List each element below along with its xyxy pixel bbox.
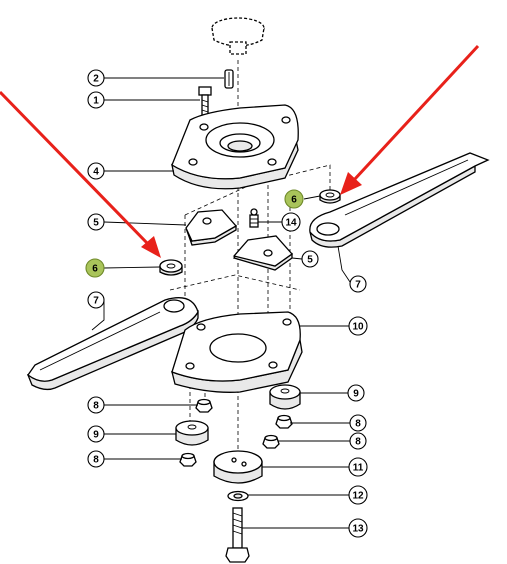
callout-6-left-highlighted: 6 [85,258,105,278]
callout-12: 12 [348,485,368,505]
svg-text:7: 7 [93,296,99,307]
key-part [224,69,234,89]
callout-8-a: 8 [87,396,105,414]
washer-small [227,490,249,502]
large-bolt [225,507,250,563]
hub [213,450,263,484]
svg-text:9: 9 [353,389,359,400]
svg-text:6: 6 [92,264,98,275]
svg-text:12: 12 [352,491,364,502]
highlight-arrows [0,44,480,258]
washer-left [159,259,183,276]
svg-text:2: 2 [93,74,99,85]
arrow-right [352,44,480,182]
bushing-right [269,384,301,410]
leader-lines [91,77,351,529]
arrow-left [0,90,150,246]
spacer-lower [232,235,293,271]
blade-right [309,152,490,248]
washer-right [319,189,341,204]
svg-text:9: 9 [93,430,99,441]
svg-text:5: 5 [93,218,99,229]
callout-8-b: 8 [349,414,367,432]
svg-text:13: 13 [352,524,364,535]
lower-plate [171,311,303,393]
bushing-left [175,420,209,446]
callout-6-right-highlighted: 6 [284,189,304,209]
svg-text:8: 8 [355,437,361,448]
callout-4: 4 [87,162,105,180]
callout-7-left: 7 [87,291,105,309]
nut-1 [195,398,213,413]
blade-left [26,297,199,391]
callout-5-upper: 5 [87,213,105,231]
spacer-upper [185,209,238,246]
callout-10: 10 [348,316,368,336]
svg-text:8: 8 [93,455,99,466]
svg-text:7: 7 [355,280,361,291]
callout-14: 14 [281,212,301,232]
callout-11: 11 [348,457,368,477]
nut-4 [179,452,197,467]
svg-text:8: 8 [93,401,99,412]
callout-9-right: 9 [347,384,365,402]
callout-7-right: 7 [349,275,367,293]
svg-text:4: 4 [93,167,99,178]
small-bolt [198,86,212,118]
callout-5-lower: 5 [301,250,319,268]
svg-text:10: 10 [352,322,364,333]
svg-text:5: 5 [307,255,313,266]
callouts: 2 1 4 6 5 14 6 5 7 7 10 9 8 8 8 9 8 11 1… [85,69,368,538]
arrow-right-head [340,172,362,195]
mounting-plate [171,104,299,190]
grease-fitting [249,208,259,228]
nut-3 [262,434,280,449]
callout-13: 13 [348,518,368,538]
arrow-left-head [141,236,161,258]
svg-text:1: 1 [93,96,99,107]
callout-2: 2 [87,69,105,87]
spindle-knob [211,17,265,55]
svg-text:14: 14 [285,218,297,229]
callout-1: 1 [87,91,105,109]
callout-9-left: 9 [87,425,105,443]
svg-text:11: 11 [353,463,364,474]
callout-8-c: 8 [349,432,367,450]
callout-8-d: 8 [87,450,105,468]
svg-text:6: 6 [291,195,297,206]
svg-text:8: 8 [355,419,361,430]
nut-2 [275,414,293,429]
